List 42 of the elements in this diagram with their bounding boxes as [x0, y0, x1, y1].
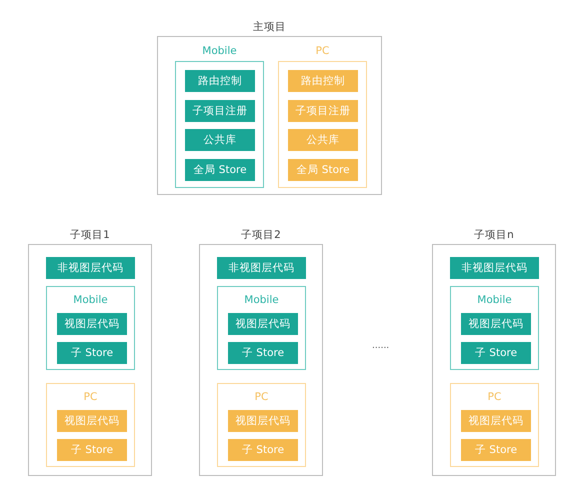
- group-frame: [450, 286, 539, 370]
- group-title: PC: [254, 391, 270, 403]
- group-frame: [46, 286, 135, 370]
- module-box: 非视图层代码: [217, 257, 306, 279]
- group-title: PC: [314, 45, 330, 57]
- project-title: 子项目n: [473, 228, 515, 242]
- module-box: 子 Store: [461, 439, 531, 461]
- module-box: 视图层代码: [461, 410, 531, 432]
- project-title: 子项目1: [69, 228, 111, 242]
- project-title: 主项目: [252, 20, 287, 34]
- module-box: 子 Store: [57, 439, 127, 461]
- module-box: 子 Store: [461, 342, 531, 364]
- module-box: 视图层代码: [461, 313, 531, 335]
- module-box: 视图层代码: [57, 313, 127, 335]
- module-box: 公共库: [185, 129, 255, 151]
- module-box: 非视图层代码: [46, 257, 135, 279]
- module-box: 公共库: [288, 129, 358, 151]
- module-box: 子项目注册: [185, 100, 255, 122]
- module-box: 子 Store: [228, 439, 298, 461]
- module-box: 全局 Store: [185, 159, 255, 181]
- project-title: 子项目2: [240, 228, 282, 242]
- module-box: 非视图层代码: [450, 257, 539, 279]
- module-box: 子 Store: [228, 342, 298, 364]
- ellipsis-text: ......: [372, 341, 390, 351]
- module-box: 视图层代码: [228, 313, 298, 335]
- group-frame: [450, 383, 539, 467]
- group-title: PC: [486, 391, 502, 403]
- group-title: Mobile: [476, 294, 513, 306]
- module-box: 子 Store: [57, 342, 127, 364]
- group-title: Mobile: [201, 45, 238, 57]
- module-box: 路由控制: [288, 70, 358, 92]
- group-frame: [217, 383, 306, 467]
- group-frame: [46, 383, 135, 467]
- group-frame: [217, 286, 306, 370]
- module-box: 视图层代码: [228, 410, 298, 432]
- group-title: Mobile: [72, 294, 109, 306]
- group-title: Mobile: [243, 294, 280, 306]
- module-box: 路由控制: [185, 70, 255, 92]
- group-title: PC: [82, 391, 98, 403]
- module-box: 全局 Store: [288, 159, 358, 181]
- module-box: 子项目注册: [288, 100, 358, 122]
- module-box: 视图层代码: [57, 410, 127, 432]
